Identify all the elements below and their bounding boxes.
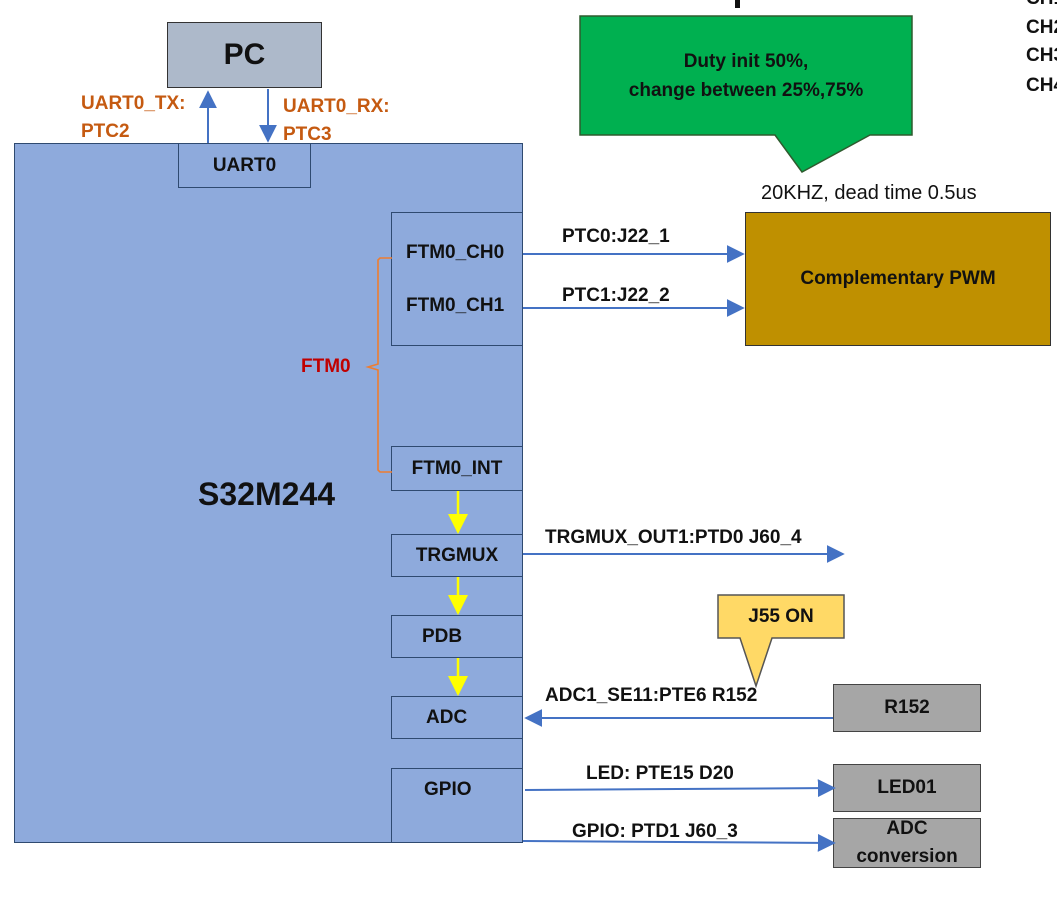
adc-conversion-line2: conversion bbox=[856, 846, 958, 867]
adc-conversion-line1: ADC bbox=[886, 818, 928, 839]
trgmux-out-label: TRGMUX_OUT1:PTD0 J60_4 bbox=[545, 527, 802, 548]
uart0-block: UART0 bbox=[178, 143, 311, 188]
channel-label-3: CH3 bbox=[1026, 45, 1057, 66]
gpio-signal-label: GPIO: PTD1 J60_3 bbox=[572, 821, 738, 842]
r152-box: R152 bbox=[833, 684, 981, 732]
led-arrow bbox=[524, 779, 836, 798]
pwm-note: 20KHZ, dead time 0.5us bbox=[761, 182, 977, 204]
ftm0-channels-block bbox=[391, 212, 523, 346]
led01-box: LED01 bbox=[833, 764, 981, 812]
gpio-arrow bbox=[522, 833, 836, 852]
pdb-block: PDB bbox=[391, 615, 523, 658]
adc-block: ADC bbox=[391, 696, 523, 739]
ftm0-int-block: FTM0_INT bbox=[391, 446, 523, 491]
channel-label-2: CH2 bbox=[1026, 17, 1057, 38]
ptc1-signal-label: PTC1:J22_2 bbox=[562, 285, 670, 306]
ftm0-ch1-label: FTM0_CH1 bbox=[406, 295, 505, 316]
duty-callout-line1: Duty init 50%, bbox=[683, 51, 809, 72]
j55-callout-shape bbox=[717, 594, 845, 689]
pc-box: PC bbox=[167, 22, 322, 88]
adc-input-label: ADC1_SE11:PTE6 R152 bbox=[545, 685, 758, 706]
duty-callout-text: Duty init 50%, change between 25%,75% bbox=[580, 46, 912, 106]
uart0-rx-pin: PTC3 bbox=[283, 124, 332, 145]
duty-callout-line2: change between 25%,75% bbox=[628, 80, 864, 101]
complementary-pwm-box: Complementary PWM bbox=[745, 212, 1051, 346]
adc-conversion-box: ADC conversion bbox=[833, 818, 981, 868]
uart0-tx-pin: PTC2 bbox=[81, 121, 130, 142]
gpio-block: GPIO bbox=[391, 768, 523, 843]
ftm0-bracket bbox=[365, 257, 392, 473]
uart0-tx-label: UART0_TX: bbox=[81, 93, 186, 114]
ftm0-ch0-label: FTM0_CH0 bbox=[406, 242, 505, 263]
trgmux-block: TRGMUX bbox=[391, 534, 523, 577]
ftm0-group-label: FTM0 bbox=[301, 356, 351, 377]
duty-callout-shape bbox=[579, 15, 913, 173]
channel-label-1: CH1 bbox=[1026, 0, 1057, 10]
j55-callout-text: J55 ON bbox=[748, 605, 814, 627]
uart0-rx-label: UART0_RX: bbox=[283, 96, 390, 117]
mcu-label: S32M244 bbox=[198, 476, 335, 512]
title-fragment bbox=[735, 0, 740, 8]
led-signal-label: LED: PTE15 D20 bbox=[586, 763, 734, 784]
ptc0-signal-label: PTC0:J22_1 bbox=[562, 226, 670, 247]
channel-label-4: CH4 bbox=[1026, 75, 1057, 96]
